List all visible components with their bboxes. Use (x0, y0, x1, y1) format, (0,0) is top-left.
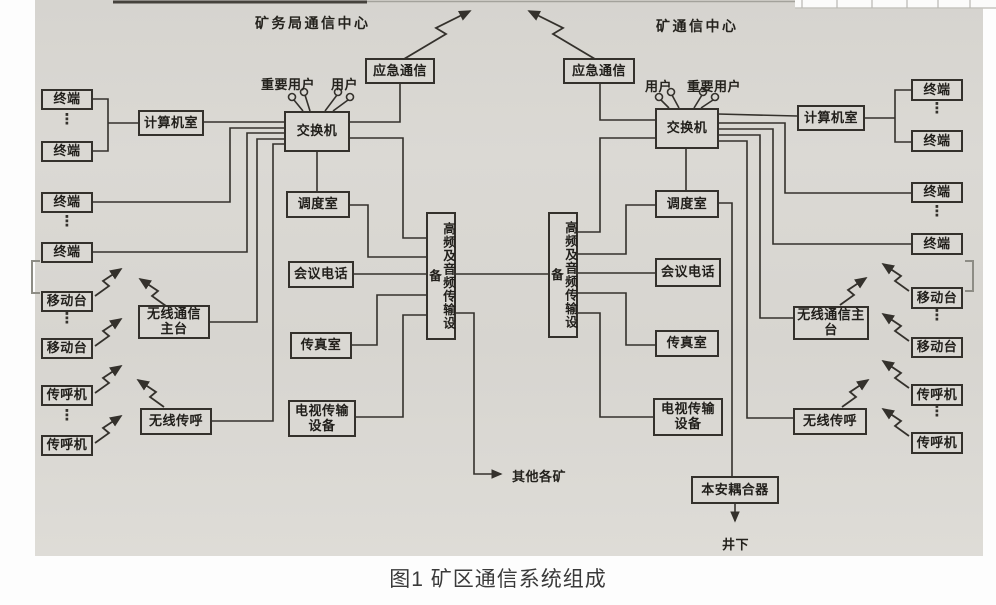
conference-phone-box: 会议电话 (655, 258, 721, 287)
figure-caption: 图1 矿区通信系统组成 (389, 568, 607, 591)
pager-box: 传呼机 (911, 432, 963, 454)
wireless-paging-box: 无线传呼 (140, 408, 212, 435)
radio-link-bolts (94, 10, 910, 444)
dispatch-room-box: 调度室 (655, 190, 719, 218)
wireless-main-station-box: 无线通信主台 (138, 305, 210, 339)
scan-paper-background (35, 0, 983, 556)
computer-room-box: 计算机室 (138, 110, 204, 136)
left-bracket-mark (31, 260, 40, 294)
pager-box: 传呼机 (911, 384, 963, 406)
emergency-antenna-right-icon (527, 10, 596, 60)
fax-room-box: 传真室 (290, 332, 352, 359)
other-mines-arrow (456, 312, 503, 479)
mobile1-left-bolt-icon (94, 268, 123, 297)
scan-artifacts (113, 0, 996, 9)
ellipsis-mark: ⋮ (59, 111, 75, 128)
users-label-right: 用户 (645, 79, 673, 94)
ellipsis-mark: ⋮ (59, 213, 75, 230)
terminal-box: 终端 (41, 192, 93, 213)
paging-left-bolt-icon (136, 379, 165, 408)
pager1-left-bolt-icon (94, 365, 123, 394)
terminal-box: 终端 (911, 233, 963, 255)
terminal-box: 终端 (41, 242, 93, 263)
hf-audio-transmission-box: 高频及音频传输设备 (426, 212, 456, 340)
wireless-main-station-box: 无线通信主台 (793, 306, 869, 340)
emergency-comm-box: 应急通信 (365, 58, 435, 84)
right-bracket-mark (965, 260, 974, 292)
important-users-label-left: 重要用户 (261, 77, 316, 92)
ellipsis-mark: ⋮ (929, 203, 945, 220)
wireless-paging-box: 无线传呼 (793, 408, 867, 435)
pager2-left-bolt-icon (94, 415, 123, 444)
hf-audio-transmission-box: 高频及音频传输设备 (548, 212, 578, 338)
computer-room-box: 计算机室 (797, 105, 865, 131)
ellipsis-mark: ⋮ (59, 310, 75, 327)
ellipsis-mark: ⋮ (59, 407, 75, 424)
mobile2-left-bolt-icon (94, 318, 123, 347)
paging-right-bolt-icon (841, 379, 870, 408)
tv-transmission-box: 电视传输设备 (288, 400, 356, 437)
pager-box: 传呼机 (41, 435, 93, 456)
mobile2-right-bolt-icon (881, 313, 910, 342)
conference-phone-box: 会议电话 (288, 261, 354, 288)
dispatch-room-box: 调度室 (286, 191, 350, 218)
main-station-right-bolt-icon (839, 277, 868, 306)
terminal-box: 终端 (911, 79, 963, 101)
scan-top-table-strip (795, 0, 996, 8)
arrow-links (456, 312, 740, 523)
main-station-left-bolt-icon (138, 278, 167, 307)
ellipsis-mark: ⋮ (929, 307, 945, 324)
switchboard-box: 交换机 (655, 108, 719, 149)
mobile1-right-bolt-icon (881, 263, 910, 292)
mobile-station-box: 移动台 (41, 291, 93, 312)
subscriber-line-terminals (287, 87, 720, 102)
mobile-station-box: 移动台 (911, 337, 963, 358)
tv-transmission-box: 电视传输设备 (653, 398, 723, 436)
mobile-station-box: 移动台 (911, 287, 963, 309)
wires (93, 84, 911, 476)
mine-center-title: 矿通信中心 (656, 18, 739, 34)
mobile-station-box: 移动台 (41, 338, 93, 359)
terminal-box: 终端 (911, 130, 963, 152)
users-label-left: 用户 (331, 77, 359, 92)
emergency-antenna-left-icon (403, 10, 472, 60)
terminal-box: 终端 (41, 141, 93, 162)
margin-brackets (31, 260, 974, 294)
terminal-box: 终端 (911, 182, 963, 203)
other-mines-label: 其他各矿 (512, 469, 567, 484)
emergency-comm-box: 应急通信 (563, 58, 635, 84)
intrinsically-safe-coupler-box: 本安耦合器 (691, 476, 779, 504)
underground-label: 井下 (722, 537, 750, 552)
fax-room-box: 传真室 (655, 330, 719, 357)
important-users-label-right: 重要用户 (687, 79, 742, 94)
ellipsis-mark: ⋮ (929, 403, 945, 420)
pager1-right-bolt-icon (881, 360, 910, 389)
pager-box: 传呼机 (41, 385, 93, 406)
ellipsis-mark: ⋮ (929, 100, 945, 117)
pager2-right-bolt-icon (881, 408, 910, 437)
bureau-center-title: 矿务局通信中心 (255, 15, 371, 31)
terminal-box: 终端 (41, 89, 93, 110)
switchboard-box: 交换机 (284, 111, 350, 152)
